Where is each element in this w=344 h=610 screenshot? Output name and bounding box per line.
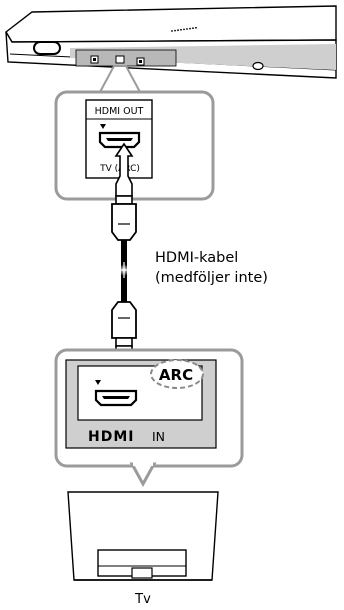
- port-marker-icon: [95, 380, 101, 385]
- cable-label-line2: (medföljer inte): [155, 270, 268, 286]
- tv-hdmi-in-callout: ARC HDMI IN: [54, 348, 244, 488]
- hdmi-logo: HDMI: [88, 429, 134, 445]
- device-top-surface: [5, 5, 337, 43]
- callout-pointer: [98, 65, 142, 93]
- port-marker-icon: [100, 124, 106, 129]
- hdmi-out-callout: HDMI OUT TV (ARC): [54, 90, 215, 201]
- hdmi-in-label: IN: [152, 429, 165, 444]
- hdmi-out-label: HDMI OUT: [95, 106, 144, 117]
- indicator-icon: [252, 61, 264, 71]
- arc-label: ARC: [159, 366, 193, 384]
- cable-plug-bottom: [111, 301, 137, 339]
- cable-plug-top: [111, 203, 137, 241]
- tv-illustration: [67, 491, 219, 581]
- cable-label-line1: HDMI-kabel: [155, 250, 238, 266]
- arc-highlight: [150, 359, 204, 389]
- av-receiver-device: [5, 5, 337, 79]
- speaker-grille-icon: [33, 41, 61, 55]
- callout-pointer: [129, 462, 157, 488]
- hdmi-out-port-icon: [115, 55, 125, 64]
- tv-label: Tv: [134, 592, 151, 607]
- vent-dots-icon: [171, 26, 197, 32]
